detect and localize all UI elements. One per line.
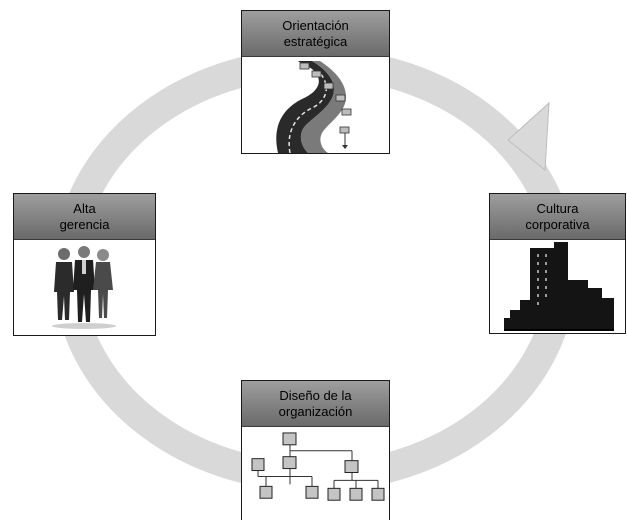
- node-strategic-orientation: Orientación estratégica: [241, 10, 390, 154]
- node-top-management-header: Alta gerencia: [14, 194, 155, 240]
- org-chart-icon: [242, 427, 389, 520]
- corporate-buildings-icon: [490, 240, 625, 333]
- node-organization-design-label: Diseño de la organización: [278, 387, 353, 419]
- node-corporate-culture-header: Cultura corporativa: [490, 194, 625, 240]
- winding-road-icon: [242, 57, 389, 153]
- node-corporate-culture-label: Cultura corporativa: [525, 200, 590, 232]
- node-corporate-culture: Cultura corporativa: [489, 193, 626, 334]
- node-top-management: Alta gerencia: [13, 193, 156, 336]
- node-strategic-orientation-header: Orientación estratégica: [242, 11, 389, 57]
- node-organization-design: Diseño de la organización: [241, 380, 390, 520]
- node-strategic-orientation-label: Orientación estratégica: [282, 17, 349, 49]
- executives-group-icon: [14, 240, 155, 335]
- node-organization-design-header: Diseño de la organización: [242, 381, 389, 427]
- cycle-arrowhead-icon: [507, 101, 550, 172]
- node-top-management-label: Alta gerencia: [59, 200, 110, 232]
